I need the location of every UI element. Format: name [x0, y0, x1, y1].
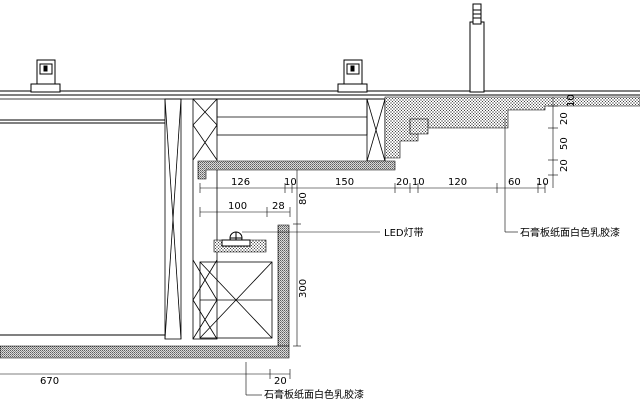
dimension-text-group: 126 10 150 20 10 120 60 10 100 28 80 300…: [40, 94, 577, 387]
led-strip-label: LED灯带: [384, 227, 424, 239]
led-fixture: [221, 231, 380, 247]
left-ceiling-box: [0, 119, 165, 336]
dim-300: 300: [298, 279, 309, 298]
timber-frame: [164, 98, 386, 340]
dim-10a: 10: [284, 177, 297, 188]
dim-10b: 10: [536, 177, 549, 188]
dim-right-20b: 20: [559, 159, 570, 172]
dim-126: 126: [231, 177, 250, 188]
hanger-rod: [469, 3, 485, 93]
dim-bottom-20: 20: [274, 376, 287, 387]
hanger-bracket-left: [30, 59, 61, 93]
right-material-note: 石膏板纸面白色乳胶漆: [520, 226, 620, 239]
bottom-material-note: 石膏板纸面白色乳胶漆: [264, 388, 364, 401]
gypsum-boards: [0, 96, 640, 359]
dim-right-10: 10: [566, 94, 577, 107]
dim-670: 670: [40, 376, 59, 387]
dim-28: 28: [272, 201, 285, 212]
dim-right-50: 50: [559, 137, 570, 150]
dim-150: 150: [335, 177, 354, 188]
dimension-lines: [0, 97, 558, 396]
hanger-bracket-right: [337, 59, 368, 93]
dim-20-10: 20 10: [396, 177, 425, 188]
dim-right-20a: 20: [559, 112, 570, 125]
dim-100: 100: [228, 201, 247, 212]
dim-80: 80: [298, 192, 309, 205]
dim-60: 60: [508, 177, 521, 188]
dim-120: 120: [448, 177, 467, 188]
